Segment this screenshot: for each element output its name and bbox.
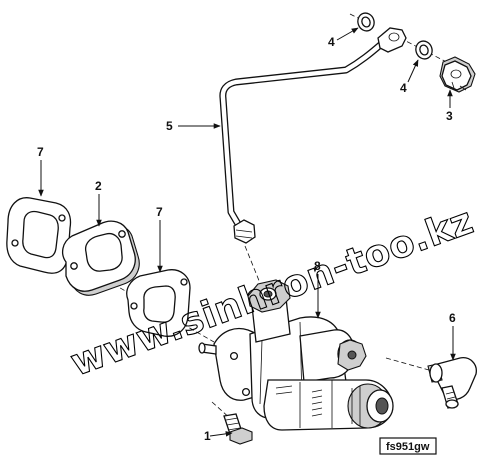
callout-7-middle: 7: [156, 205, 163, 219]
sealing-washer-part-4-upper: [357, 12, 375, 32]
callout-labels: 1 2 3 4 4 5 7 7 8 6: [37, 35, 456, 443]
elbow-fitting-part-6: [427, 357, 477, 409]
fuel-line-part-5: [219, 27, 407, 244]
fuel-pump-part-8: [198, 279, 394, 431]
capscrew-part-1: [223, 413, 253, 445]
sealing-washer-part-4-lower: [415, 40, 433, 60]
figure-id-label: fs951gw: [386, 441, 430, 453]
callout-4-lower: 4: [400, 81, 407, 95]
gasket-part-7-middle: [126, 269, 191, 337]
gasket-part-7-left: [6, 197, 72, 274]
callout-8: 8: [314, 259, 321, 273]
figure-id-box: fs951gw: [379, 437, 437, 455]
callout-4-upper: 4: [328, 35, 335, 49]
callout-5: 5: [166, 119, 173, 133]
callout-1: 1: [204, 429, 211, 443]
fitting-connector-part-3: [439, 56, 476, 93]
callout-leaders: [38, 27, 456, 437]
callout-2: 2: [95, 179, 102, 193]
callout-3: 3: [446, 109, 453, 123]
adapter-plate-part-2: [61, 220, 140, 296]
callout-7-left: 7: [37, 145, 44, 159]
callout-6: 6: [449, 311, 456, 325]
